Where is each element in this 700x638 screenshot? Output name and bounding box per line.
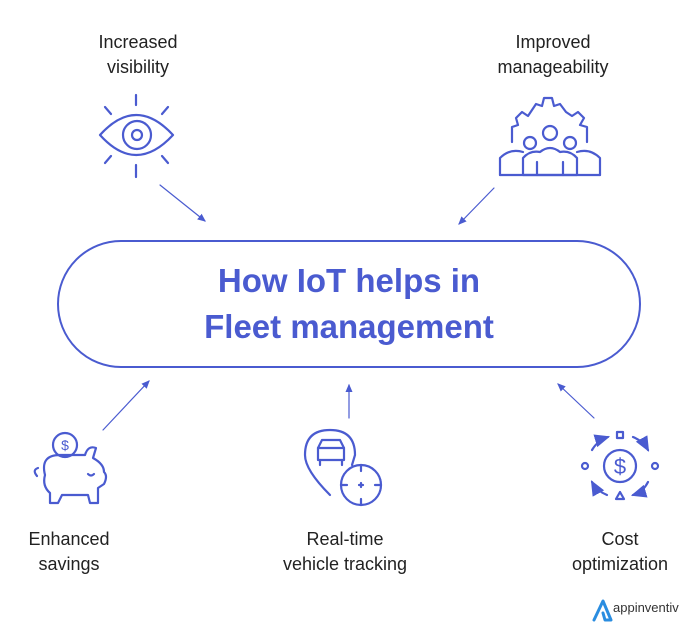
arrow-manageability <box>458 187 495 225</box>
svg-text:$: $ <box>614 454 626 479</box>
label-line: vehicle tracking <box>282 554 408 574</box>
label-line: Increased <box>98 32 178 52</box>
logo-icon <box>592 599 613 622</box>
label-line: Enhanced <box>28 529 110 549</box>
vehicle-location-icon <box>303 428 383 507</box>
label-line: manageability <box>497 57 609 77</box>
gear-team-icon <box>498 96 602 177</box>
benefit-cost-label: Cost optimization <box>510 527 700 577</box>
eye-icon <box>98 93 175 179</box>
label-line: optimization <box>571 554 669 574</box>
benefit-tracking-label: Real-time vehicle tracking <box>235 527 455 577</box>
logo-text: appinventiv <box>613 600 679 615</box>
arrow-savings <box>102 380 150 431</box>
benefit-visibility-label: Increased visibility <box>28 30 248 80</box>
label-line: savings <box>38 554 100 574</box>
arrow-cost <box>557 383 595 419</box>
label-line: visibility <box>106 57 169 77</box>
label-line: Real-time <box>306 529 384 549</box>
arrow-visibility <box>159 184 206 222</box>
label-line: Cost <box>601 529 639 549</box>
label-line: Improved <box>515 32 591 52</box>
title-line-2: Fleet management <box>204 308 494 345</box>
svg-text:$: $ <box>61 437 69 453</box>
title-line-1: How IoT helps in <box>217 262 481 299</box>
piggy-bank-icon: $ <box>33 431 108 505</box>
benefit-savings-label: Enhanced savings <box>0 527 179 577</box>
benefit-manageability-label: Improved manageability <box>443 30 663 80</box>
brand-logo: appinventiv <box>613 600 679 615</box>
central-title-pill: How IoT helps in Fleet management <box>57 240 641 368</box>
cost-cycle-icon: $ <box>580 430 660 501</box>
